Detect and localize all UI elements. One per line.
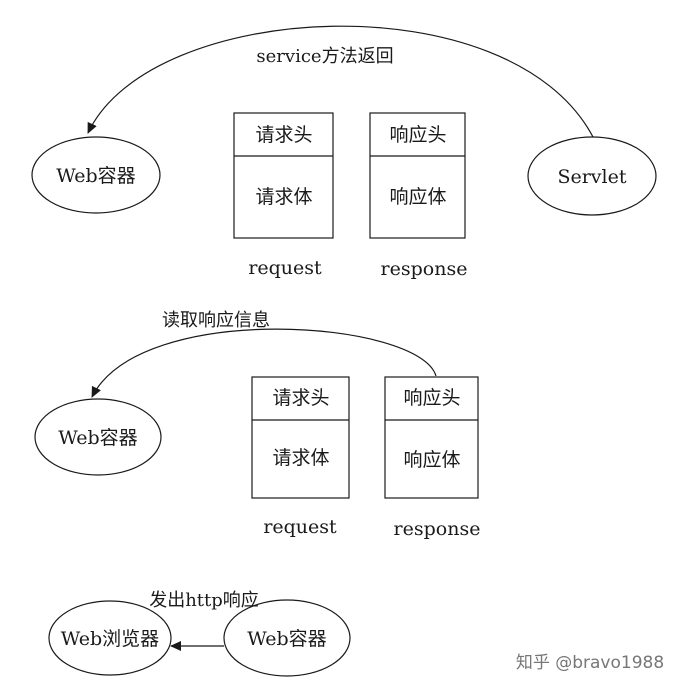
section2-request-box — [251, 376, 350, 499]
section2-response-body: 响应体 — [403, 449, 460, 471]
section2-web-container-node — [34, 398, 162, 476]
watermark: 知乎 @bravo1988 — [516, 653, 664, 673]
section1-request-head: 请求头 — [255, 124, 312, 146]
section1-servlet-label: Servlet — [557, 166, 626, 188]
section1-response-body: 响应体 — [389, 186, 446, 208]
section2-response-caption: response — [394, 518, 481, 540]
section1-response-head: 响应头 — [389, 124, 446, 146]
section2-request-body: 请求体 — [272, 447, 329, 469]
section1-request-box — [233, 112, 334, 239]
section1-response-box — [369, 112, 466, 239]
section1-title: service方法返回 — [256, 46, 393, 67]
section1-request-caption: request — [248, 257, 322, 279]
section2-title: 读取响应信息 — [162, 310, 270, 331]
section1-web-container-node — [31, 136, 161, 214]
section3-web-container-node — [223, 599, 351, 677]
section3-web-browser-node — [48, 600, 172, 676]
section2-response-box — [384, 376, 479, 499]
section2-read-arrow — [91, 328, 437, 398]
section1-request-body: 请求体 — [255, 186, 312, 208]
section2-response-head: 响应头 — [403, 387, 460, 409]
section2-request-head: 请求头 — [272, 387, 329, 409]
section1-response-caption: response — [381, 258, 468, 280]
section2-web-container-label: Web容器 — [58, 427, 137, 449]
section3-title: 发出http响应 — [149, 590, 259, 611]
section1-return-arrow — [87, 25, 594, 138]
section1-web-container-label: Web容器 — [56, 165, 135, 187]
section1-servlet-node — [527, 136, 657, 216]
section3-web-browser-label: Web浏览器 — [61, 628, 159, 650]
section2-request-caption: request — [263, 516, 337, 538]
section3-web-container-label: Web容器 — [247, 628, 326, 650]
